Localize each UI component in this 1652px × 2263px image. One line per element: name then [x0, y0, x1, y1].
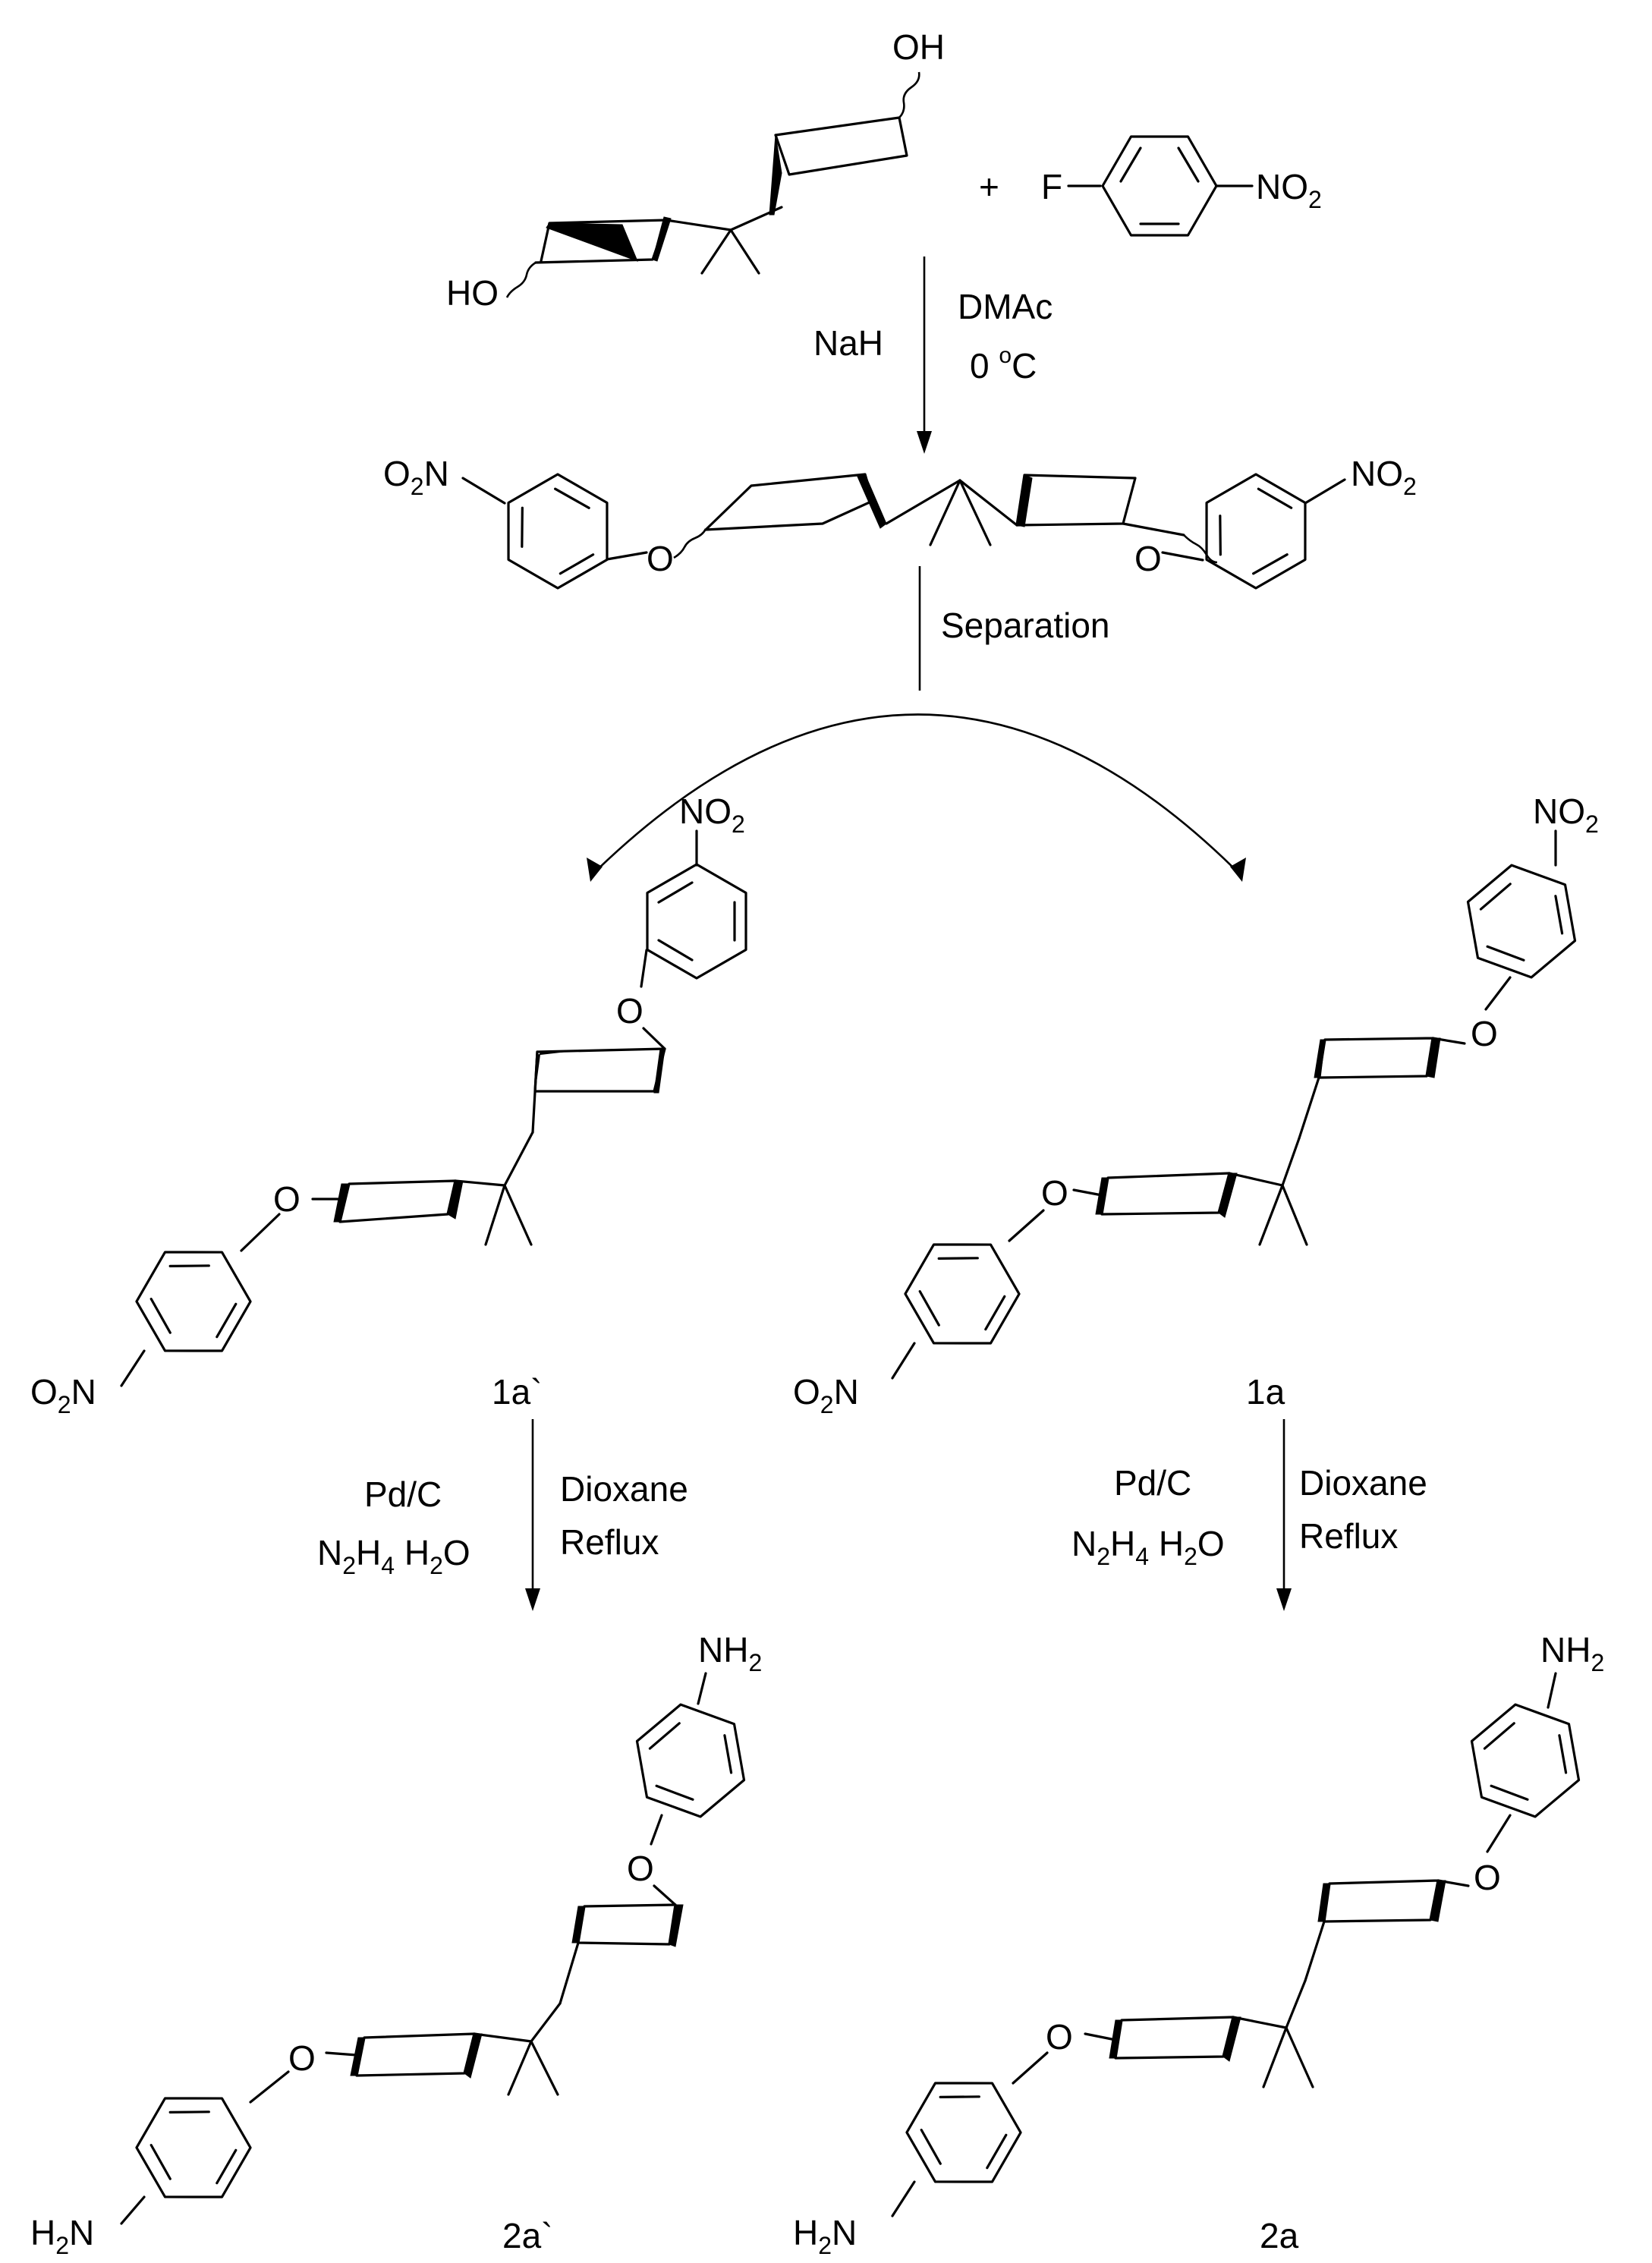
nitro-label-top: NO2 — [1533, 792, 1599, 838]
compound-label-2a-prime: 2a` — [502, 2216, 552, 2255]
hydroxyl-label-bottom: HO — [446, 273, 499, 313]
ether-oxygen-bottom: O — [273, 1179, 301, 1219]
amine-label-top: NH2 — [1540, 1630, 1604, 1676]
ether-oxygen-right: O — [1134, 539, 1162, 578]
fluoronitrobenzene-reactant: F NO2 — [1041, 135, 1322, 237]
compound-label-1a-prime: 1a` — [492, 1372, 542, 1412]
nitro-label-left: O2N — [383, 454, 449, 500]
reagent-solvent-left: Dioxane — [560, 1469, 688, 1509]
reagent-solvent-right: Dioxane — [1299, 1463, 1427, 1503]
nitro-label: NO2 — [1256, 167, 1322, 213]
nitro-label-bottom: O2N — [793, 1372, 859, 1418]
nitro-label-right: NO2 — [1351, 454, 1417, 500]
reagent-base: NaH — [813, 323, 883, 363]
fluorine-label: F — [1041, 167, 1062, 206]
separation-label: Separation — [941, 606, 1110, 645]
dinitro-ether-mixture: O2N O O NO2 — [383, 454, 1417, 604]
compound-1a-prime: NO2 O O O2N — [30, 792, 747, 1418]
reaction-arrow-step1 — [917, 257, 932, 454]
reagent-solvent: DMAc — [958, 287, 1053, 326]
compound-2a-prime: NH2 O O H2N — [30, 1630, 762, 2259]
ether-oxygen-bottom: O — [288, 2038, 316, 2078]
reagent-catalyst-left: Pd/C — [364, 1475, 442, 1514]
ether-oxygen-top: O — [616, 991, 643, 1031]
amine-label-bottom: H2N — [793, 2213, 857, 2259]
nitro-label-top: NO2 — [679, 792, 745, 838]
compound-1a: NO2 O O O2N — [793, 792, 1599, 1418]
amine-label-top: NH2 — [698, 1630, 762, 1676]
ether-oxygen-top: O — [627, 1849, 654, 1888]
separation-split — [587, 566, 1246, 882]
compound-label-2a: 2a — [1260, 2216, 1299, 2255]
reaction-condition-right: Reflux — [1299, 1516, 1398, 1556]
ether-oxygen-bottom: O — [1041, 1173, 1068, 1213]
reagent-reductant-right: N2H4 H2O — [1071, 1524, 1225, 1570]
nitro-label-bottom: O2N — [30, 1372, 96, 1418]
reagent-reductant-left: N2H4 H2O — [317, 1533, 470, 1579]
ether-oxygen-top: O — [1474, 1858, 1501, 1897]
reagent-catalyst-right: Pd/C — [1114, 1463, 1191, 1503]
ether-oxygen-left: O — [647, 539, 674, 578]
ether-oxygen-top: O — [1471, 1014, 1498, 1053]
reaction-arrow-step3-left — [525, 1419, 540, 1611]
amine-label-bottom: H2N — [30, 2213, 94, 2259]
ether-oxygen-bottom: O — [1046, 2017, 1073, 2057]
diol-reactant: HO OH — [446, 27, 945, 313]
plus-sign: + — [979, 167, 999, 206]
hydroxyl-label-top: OH — [892, 27, 945, 67]
compound-label-1a: 1a — [1246, 1372, 1285, 1412]
reaction-arrow-step3-right — [1276, 1419, 1292, 1611]
reaction-condition-left: Reflux — [560, 1522, 659, 1562]
reaction-temperature: 0 oC — [970, 343, 1037, 386]
compound-2a: NH2 O O H2N — [793, 1630, 1604, 2259]
